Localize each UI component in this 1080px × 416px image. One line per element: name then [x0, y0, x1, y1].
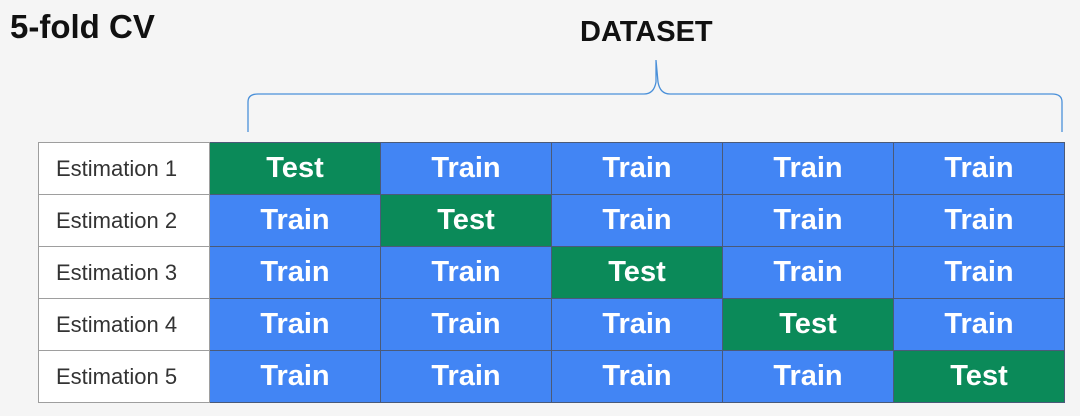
train-fold-cell: Train [722, 350, 894, 403]
train-fold-cell: Train [380, 246, 552, 299]
test-fold-cell: Test [893, 350, 1065, 403]
train-fold-cell: Train [380, 350, 552, 403]
train-fold-cell: Train [551, 194, 723, 247]
train-fold-cell: Train [551, 142, 723, 195]
train-fold-cell: Train [551, 298, 723, 351]
train-fold-cell: Train [893, 246, 1065, 299]
train-fold-cell: Train [209, 298, 381, 351]
train-fold-cell: Train [893, 194, 1065, 247]
train-fold-cell: Train [209, 194, 381, 247]
train-fold-cell: Train [722, 194, 894, 247]
test-fold-cell: Test [722, 298, 894, 351]
train-fold-cell: Train [209, 246, 381, 299]
test-fold-cell: Test [209, 142, 381, 195]
dataset-label: DATASET [580, 16, 713, 48]
estimation-label: Estimation 3 [38, 246, 210, 299]
train-fold-cell: Train [893, 298, 1065, 351]
estimation-label: Estimation 4 [38, 298, 210, 351]
dataset-brace [247, 59, 1063, 132]
estimation-label: Estimation 5 [38, 350, 210, 403]
train-fold-cell: Train [722, 246, 894, 299]
train-fold-cell: Train [380, 142, 552, 195]
estimation-label: Estimation 1 [38, 142, 210, 195]
test-fold-cell: Test [551, 246, 723, 299]
train-fold-cell: Train [722, 142, 894, 195]
diagram-title: 5-fold CV [10, 8, 155, 45]
train-fold-cell: Train [380, 298, 552, 351]
train-fold-cell: Train [209, 350, 381, 403]
train-fold-cell: Train [551, 350, 723, 403]
train-fold-cell: Train [893, 142, 1065, 195]
estimation-label: Estimation 2 [38, 194, 210, 247]
test-fold-cell: Test [380, 194, 552, 247]
